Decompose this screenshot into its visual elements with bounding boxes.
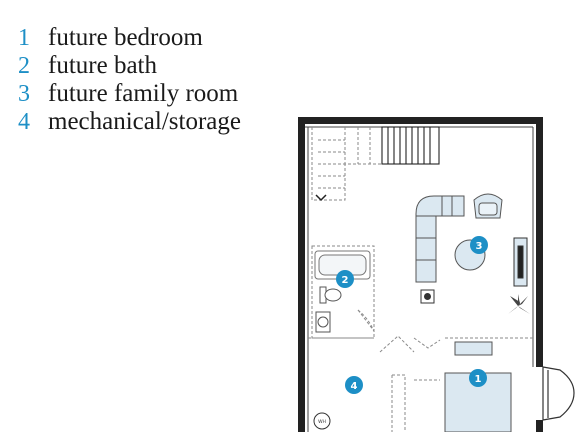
legend-number: 2 — [18, 53, 30, 79]
room-marker-4: 4 — [345, 376, 363, 394]
toilet — [319, 286, 342, 304]
room-marker-number: 4 — [351, 381, 358, 392]
room-marker-number: 2 — [342, 275, 349, 286]
fireplace — [513, 237, 528, 287]
water-heater: WH — [313, 412, 331, 430]
stair-landing-dashed — [311, 127, 382, 201]
legend-label: future family room — [48, 80, 239, 107]
legend-label: mechanical/storage — [48, 108, 241, 135]
legend-item-2: 2 future bath — [18, 52, 241, 80]
speaker-box — [420, 289, 435, 304]
sectional-sofa — [415, 195, 465, 283]
legend-label: future bedroom — [48, 24, 203, 51]
legend-label: future bath — [48, 52, 157, 79]
water-heater-label: WH — [318, 419, 326, 425]
stair-direction-arrow — [315, 194, 327, 202]
interior-partition — [308, 335, 533, 432]
armchair — [473, 193, 503, 219]
bath-door-swing — [357, 309, 375, 332]
legend-item-4: 4 mechanical/storage — [18, 108, 241, 136]
bathtub — [314, 250, 371, 280]
room-marker-3: 3 — [470, 236, 488, 254]
legend-item-1: 1 future bedroom — [18, 24, 241, 52]
exterior-walls — [298, 117, 543, 432]
dresser — [454, 341, 493, 356]
room-marker-number: 3 — [476, 241, 483, 252]
room-marker-number: 1 — [475, 374, 482, 385]
room-marker-2: 2 — [336, 270, 354, 288]
bath-sink — [315, 311, 331, 333]
legend-item-3: 3 future family room — [18, 80, 241, 108]
room-marker-1: 1 — [469, 369, 487, 387]
stairs — [381, 126, 440, 165]
plant — [508, 294, 530, 314]
legend-number: 1 — [18, 25, 30, 51]
legend-number: 3 — [18, 81, 30, 107]
legend-number: 4 — [18, 109, 30, 135]
room-legend: 1 future bedroom 2 future bath 3 future … — [18, 24, 241, 136]
window-bay — [542, 366, 575, 421]
